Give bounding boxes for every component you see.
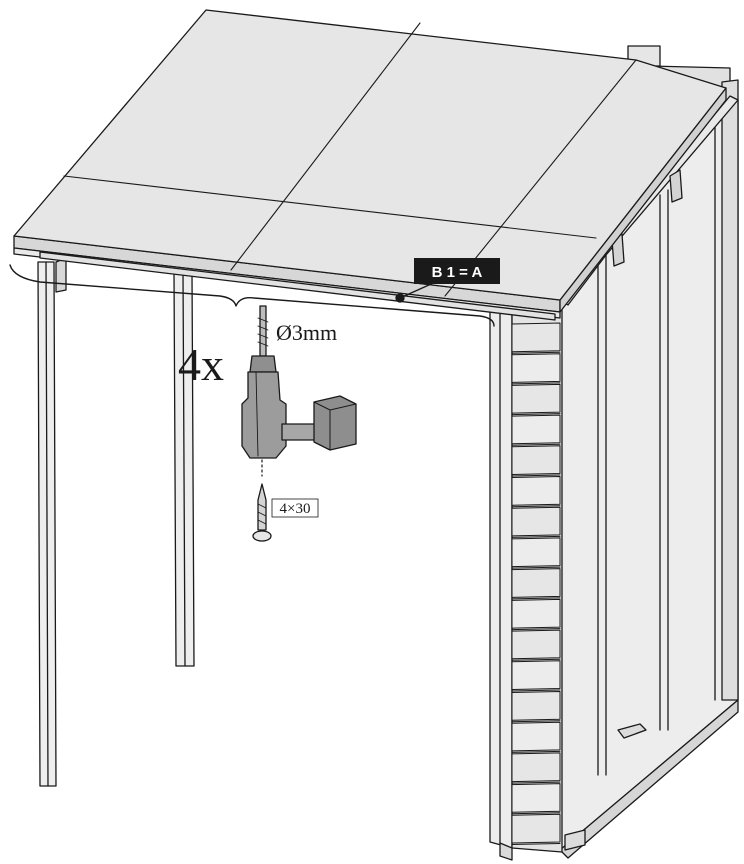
cladding-gap (511, 812, 561, 815)
b1-a-badge: B 1 = A (414, 258, 500, 284)
cladding-board (511, 598, 561, 629)
drill-bit-label: Ø3mm (276, 320, 337, 345)
cladding-board (511, 353, 561, 383)
cladding-board (511, 813, 561, 844)
cladding-gap (511, 720, 561, 723)
cladding-board (511, 568, 561, 598)
middle-left-post (173, 271, 195, 667)
roof (13, 9, 727, 321)
screw-size-label: 4×30 (280, 501, 311, 517)
cladding-gap (511, 689, 561, 692)
badge-label: B 1 = A (432, 264, 483, 281)
cladding-gap (511, 535, 561, 538)
cladding-gap (511, 628, 561, 631)
cladding-board (511, 783, 561, 813)
wall-cladding (511, 322, 561, 845)
cladding-gap (511, 750, 561, 753)
screw-size-tag: 4×30 (271, 498, 319, 518)
cladding-board (511, 506, 561, 537)
cladding-gap (511, 597, 561, 600)
cladding-board (511, 322, 561, 353)
cladding-board (511, 721, 561, 752)
cladding-gap (511, 443, 561, 446)
cladding-gap (511, 505, 561, 508)
cladding-board (511, 660, 561, 690)
cladding-board (511, 414, 561, 445)
cladding-gap (511, 843, 561, 845)
drill-icon (241, 305, 357, 477)
cladding-gap (511, 382, 561, 385)
cladding-board (511, 445, 561, 475)
cladding-gap (511, 781, 561, 784)
cladding-board (511, 537, 561, 568)
cladding-gap (511, 413, 561, 416)
cladding-gap (511, 566, 561, 569)
quantity-label: 4x (178, 339, 224, 390)
cladding-gap (511, 658, 561, 661)
cladding-gap (511, 474, 561, 477)
cladding-board (511, 476, 561, 506)
right-wall (559, 45, 739, 859)
cladding-board (511, 691, 561, 721)
cladding-gap (511, 351, 561, 354)
cladding-board (511, 752, 561, 783)
cladding-board (511, 629, 561, 660)
cladding-board (511, 383, 561, 414)
screw-icon (252, 483, 272, 542)
front-left-post (37, 257, 67, 787)
span-brace (9, 264, 495, 327)
